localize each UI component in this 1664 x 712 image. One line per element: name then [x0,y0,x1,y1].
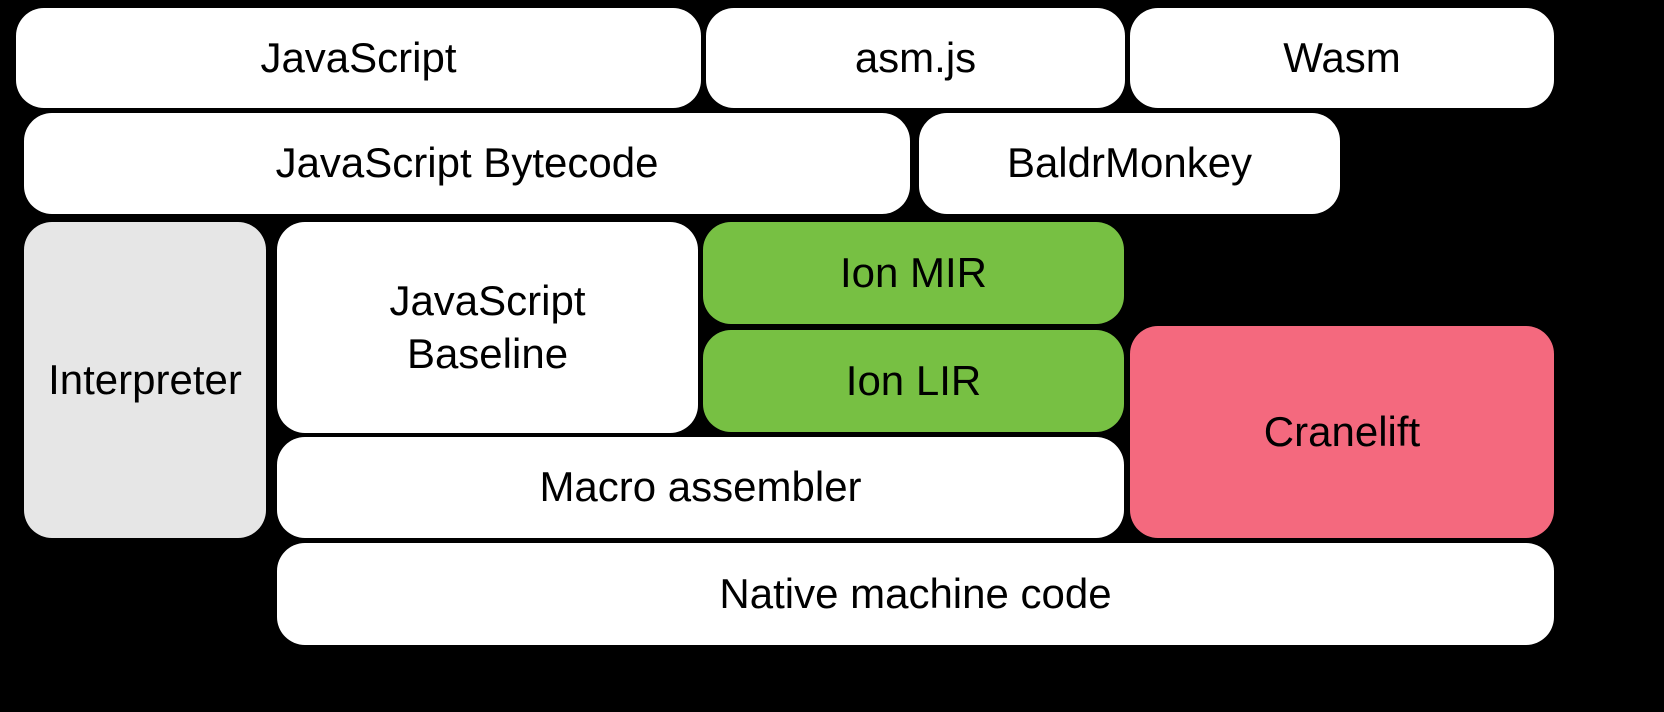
node-baldrmonkey-label: BaldrMonkey [1006,139,1253,187]
node-interpreter: Interpreter [24,222,266,538]
node-ion-lir: Ion LIR [703,330,1124,432]
node-javascript-label: JavaScript [260,33,457,81]
node-asmjs: asm.js [706,8,1125,108]
node-macro-assembler-label: Macro assembler [539,463,862,511]
node-native-machine-code: Native machine code [277,543,1554,645]
node-cranelift-label: Cranelift [1263,407,1421,455]
node-interpreter-label: Interpreter [48,355,242,403]
node-asmjs-label: asm.js [854,33,977,81]
node-javascript-bytecode-label: JavaScript Bytecode [275,139,659,187]
node-javascript: JavaScript [16,8,701,108]
node-javascript-bytecode: JavaScript Bytecode [24,113,910,214]
node-ion-lir-label: Ion LIR [845,356,982,404]
node-ion-mir-label: Ion MIR [839,248,988,296]
node-wasm: Wasm [1130,8,1554,108]
node-baldrmonkey: BaldrMonkey [919,113,1340,214]
node-javascript-baseline-label: JavaScript Baseline [389,277,586,377]
node-wasm-label: Wasm [1283,33,1401,81]
node-javascript-baseline: JavaScript Baseline [277,222,698,433]
node-macro-assembler: Macro assembler [277,437,1124,538]
node-cranelift: Cranelift [1130,326,1554,538]
node-native-machine-code-label: Native machine code [719,569,1112,617]
node-ion-mir: Ion MIR [703,222,1124,324]
